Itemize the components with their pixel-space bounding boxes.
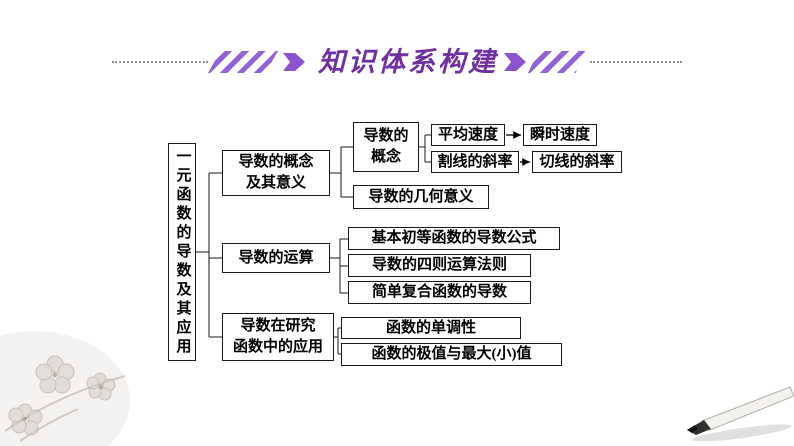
node-label: 平均速度 bbox=[437, 126, 498, 143]
node-label-line2: 概念 bbox=[370, 149, 401, 165]
node-derivative-operations: 导数的运算 bbox=[222, 243, 330, 273]
bracket-applications bbox=[334, 327, 341, 355]
node-geometric-meaning: 导数的几何意义 bbox=[353, 185, 489, 209]
stripes-right bbox=[528, 51, 586, 73]
page-title: 知识体系构建 bbox=[318, 47, 498, 77]
node-concept-and-meaning: 导数的概念 及其意义 bbox=[222, 150, 330, 196]
bracket-operations bbox=[330, 238, 348, 294]
node-derivative-concept: 导数的 概念 bbox=[353, 122, 419, 172]
node-four-rules: 导数的四则运算法则 bbox=[348, 254, 531, 277]
node-label: 简单复合函数的导数 bbox=[371, 284, 507, 300]
node-instant-speed: 瞬时速度 bbox=[523, 124, 597, 146]
bracket-concept-meaning bbox=[330, 146, 353, 198]
node-label-line1: 导数的 bbox=[363, 128, 409, 144]
node-label: 导数的几何意义 bbox=[368, 188, 474, 205]
node-extrema: 函数的极值与最大(小)值 bbox=[341, 343, 562, 366]
node-label: 导数的运算 bbox=[238, 249, 314, 266]
bracket-derivative-concept bbox=[419, 134, 431, 163]
node-label: 割线的斜率 bbox=[437, 153, 513, 170]
arrow-icon-left bbox=[283, 53, 305, 71]
node-label: 函数的单调性 bbox=[385, 319, 476, 336]
node-label-line1: 导数在研究 bbox=[240, 318, 316, 334]
node-label: 切线的斜率 bbox=[539, 153, 615, 170]
node-applications: 导数在研究 函数中的应用 bbox=[222, 313, 334, 361]
bracket-root bbox=[196, 172, 222, 338]
dotted-line-left bbox=[112, 61, 208, 63]
node-label: 一元函数的导数及其应用 bbox=[174, 147, 191, 357]
node-secant-slope: 割线的斜率 bbox=[431, 151, 519, 173]
node-monotonicity: 函数的单调性 bbox=[341, 317, 521, 339]
stripes-left bbox=[208, 51, 278, 73]
node-label-line2: 及其意义 bbox=[245, 175, 306, 191]
node-label-line2: 函数中的应用 bbox=[232, 339, 323, 355]
node-label-line1: 导数的概念 bbox=[238, 154, 314, 170]
node-label: 导数的四则运算法则 bbox=[371, 257, 507, 273]
dotted-line-right bbox=[590, 61, 682, 63]
node-tangent-slope: 切线的斜率 bbox=[532, 151, 622, 173]
node-basic-formulas: 基本初等函数的导数公式 bbox=[348, 227, 560, 250]
arrow-icon-right bbox=[504, 53, 526, 71]
node-label: 基本初等函数的导数公式 bbox=[371, 230, 537, 246]
node-label: 瞬时速度 bbox=[529, 126, 590, 143]
node-label: 函数的极值与最大(小)值 bbox=[371, 346, 532, 362]
node-composite-derivative: 简单复合函数的导数 bbox=[348, 281, 531, 304]
node-root-function-derivative: 一元函数的导数及其应用 bbox=[168, 143, 196, 361]
node-average-speed: 平均速度 bbox=[431, 124, 505, 146]
